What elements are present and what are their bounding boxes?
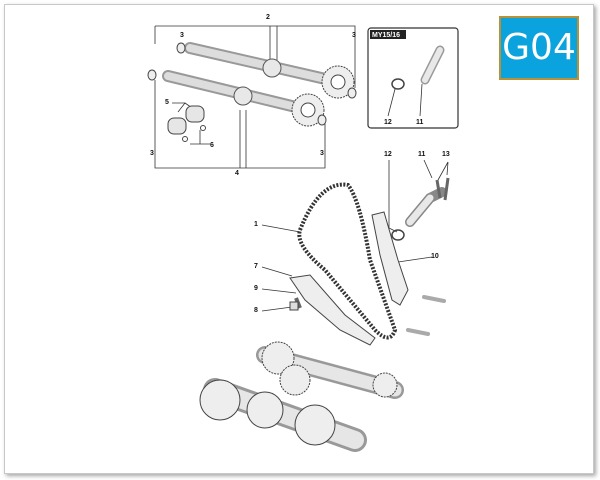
crankshaft [199,364,367,452]
inset-box: MY15/16 12 11 [367,27,459,129]
inset-label-12: 12 [384,119,392,126]
callout-10: 10 [431,253,439,260]
callout-1: 1 [254,221,258,228]
page-code-badge: G04 [499,16,579,80]
callout-3: 3 [180,32,184,39]
seals [147,42,357,126]
callout-3: 3 [150,150,154,157]
inset-title: MY15/16 [372,32,400,39]
callout-4: 4 [235,170,239,177]
tappets [167,105,206,142]
callout-2: 2 [266,14,270,21]
callout-9: 9 [254,285,258,292]
inset-label-11: 11 [416,119,424,126]
callout-labels: 2 3 3 3 3 4 5 6 1 7 9 8 10 11 12 13 [150,14,450,314]
callout-11: 11 [418,151,426,158]
timing-chain [297,182,398,340]
callout-13: 13 [442,151,450,158]
camshaft-upper [184,42,355,99]
callout-7: 7 [254,263,258,270]
chain-guide-tensioner [289,177,450,346]
balance-shaft [256,341,404,399]
callout-6: 6 [210,142,214,149]
callout-8: 8 [254,307,258,314]
callout-12: 12 [384,151,392,158]
callout-3: 3 [352,32,356,39]
camshaft-lower [162,70,325,127]
callout-3: 3 [320,150,324,157]
callout-5: 5 [165,99,169,106]
